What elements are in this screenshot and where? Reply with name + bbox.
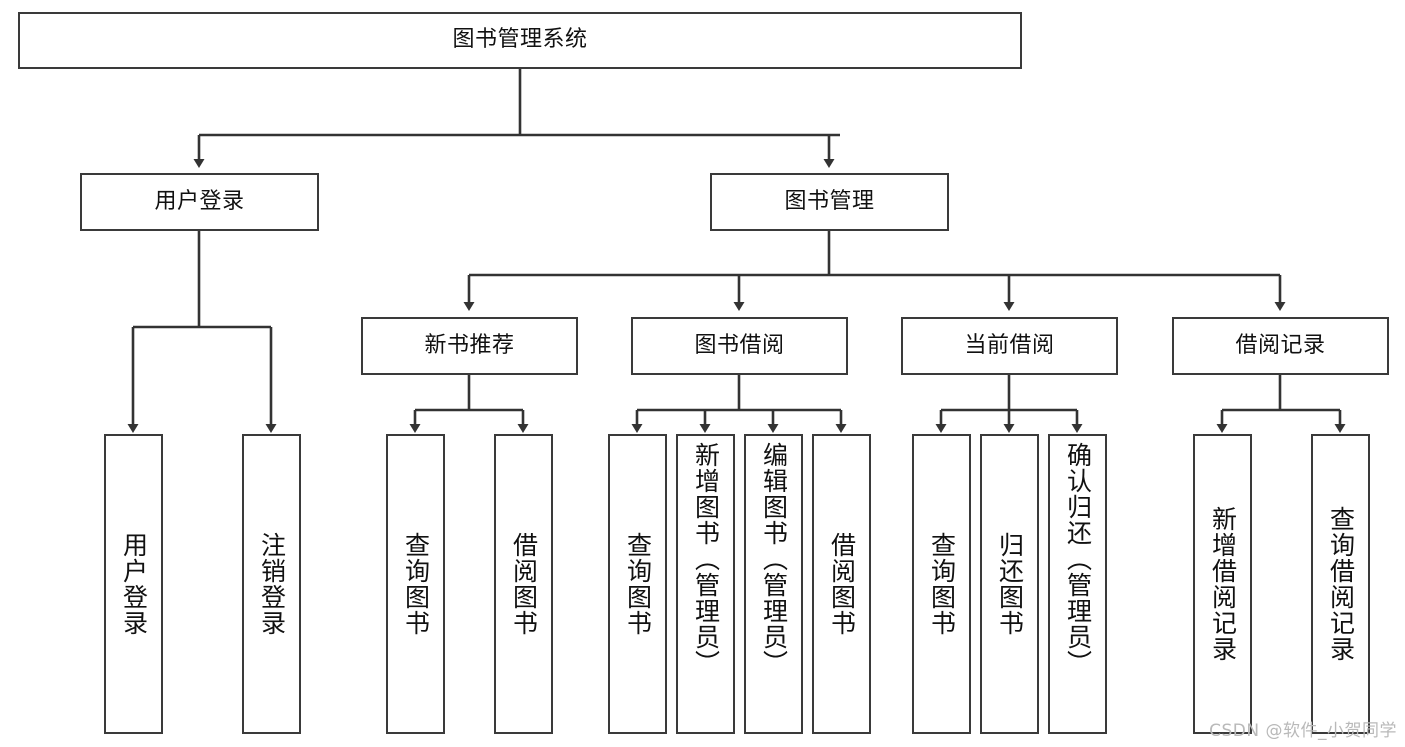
leaf-query-book-recommend[interactable]: 查询图书 — [386, 434, 445, 734]
leaf-confirm-return-admin[interactable]: 确认归还（管理员） — [1048, 434, 1107, 734]
node-book-management[interactable]: 图书管理 — [710, 173, 949, 231]
node-current-borrow[interactable]: 当前借阅 — [901, 317, 1118, 375]
node-label: 归还图书 — [995, 532, 1025, 636]
node-label: 确认归还（管理员） — [1063, 442, 1093, 676]
leaf-add-borrow-record[interactable]: 新增借阅记录 — [1193, 434, 1252, 734]
node-label: 查询借阅记录 — [1326, 506, 1356, 662]
node-label: 新增图书（管理员） — [691, 442, 721, 676]
leaf-user-logout[interactable]: 注销登录 — [242, 434, 301, 734]
leaf-user-login[interactable]: 用户登录 — [104, 434, 163, 734]
node-label: 查询图书 — [927, 532, 957, 636]
node-label: 用户登录 — [119, 532, 149, 636]
node-label: 用户登录 — [154, 188, 245, 214]
node-label: 借阅图书 — [827, 532, 857, 636]
node-label: 新书推荐 — [424, 332, 515, 358]
node-label: 编辑图书（管理员） — [759, 442, 789, 676]
node-borrow-record[interactable]: 借阅记录 — [1172, 317, 1389, 375]
node-label: 借阅记录 — [1235, 332, 1326, 358]
node-label: 图书借阅 — [694, 332, 785, 358]
node-label: 注销登录 — [257, 532, 287, 636]
node-book-borrow[interactable]: 图书借阅 — [631, 317, 848, 375]
node-label: 查询图书 — [623, 532, 653, 636]
leaf-query-borrow-record[interactable]: 查询借阅记录 — [1311, 434, 1370, 734]
leaf-borrow-book[interactable]: 借阅图书 — [812, 434, 871, 734]
node-new-book-recommend[interactable]: 新书推荐 — [361, 317, 578, 375]
leaf-query-book-current[interactable]: 查询图书 — [912, 434, 971, 734]
leaf-add-book-admin[interactable]: 新增图书（管理员） — [676, 434, 735, 734]
node-label: 借阅图书 — [509, 532, 539, 636]
node-label: 新增借阅记录 — [1208, 506, 1238, 662]
leaf-borrow-book-recommend[interactable]: 借阅图书 — [494, 434, 553, 734]
leaf-edit-book-admin[interactable]: 编辑图书（管理员） — [744, 434, 803, 734]
watermark-text: CSDN @软件_小贺同学 — [1209, 721, 1397, 741]
node-label: 查询图书 — [401, 532, 431, 636]
node-label: 图书管理 — [784, 188, 875, 214]
leaf-query-book-borrow[interactable]: 查询图书 — [608, 434, 667, 734]
node-root-book-management-system[interactable]: 图书管理系统 — [18, 12, 1022, 69]
leaf-return-book[interactable]: 归还图书 — [980, 434, 1039, 734]
node-label: 当前借阅 — [964, 332, 1055, 358]
node-user-login[interactable]: 用户登录 — [80, 173, 319, 231]
node-label: 图书管理系统 — [452, 27, 588, 53]
